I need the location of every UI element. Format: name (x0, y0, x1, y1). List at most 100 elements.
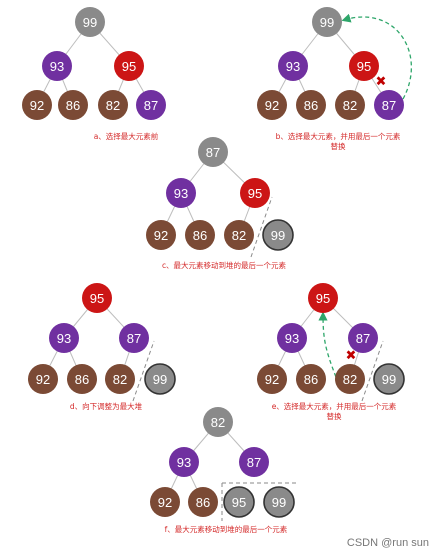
node-circle (224, 220, 254, 250)
node-circle (278, 51, 308, 81)
node-value: 93 (285, 331, 299, 346)
heap-node: 82 (98, 90, 128, 120)
node-circle (75, 7, 105, 37)
node-circle (335, 90, 365, 120)
node-value: 87 (356, 331, 370, 346)
node-value: 86 (304, 372, 318, 387)
node-circle (22, 90, 52, 120)
node-circle (188, 487, 218, 517)
node-circle (308, 283, 338, 313)
heap-node: 99 (144, 363, 176, 395)
node-value: 87 (382, 98, 396, 113)
heap-node: 92 (28, 364, 58, 394)
node-value: 92 (154, 228, 168, 243)
node-value: 92 (265, 98, 279, 113)
heap-node: 99 (262, 219, 294, 251)
node-value: 82 (106, 98, 120, 113)
node-value: 93 (177, 455, 191, 470)
node-circle (240, 178, 270, 208)
heap-node: 86 (58, 90, 88, 120)
node-value: 82 (232, 228, 246, 243)
node-value: 95 (248, 186, 262, 201)
heap-node: 82 (335, 90, 365, 120)
heap-node: 99 (75, 7, 105, 37)
heap-node: 86 (188, 487, 218, 517)
heap-node: 82 (203, 407, 233, 437)
node-value: 95 (316, 291, 330, 306)
node-circle (169, 447, 199, 477)
panel-caption: f、最大元素移动到堆的最后一个元素 (165, 524, 288, 534)
heap-node: 92 (150, 487, 180, 517)
node-value: 99 (83, 15, 97, 30)
heap-node: 87 (136, 90, 166, 120)
node-circle (105, 364, 135, 394)
heap-node: 87 (119, 323, 149, 353)
node-value: 82 (343, 372, 357, 387)
heap-node: 86 (67, 364, 97, 394)
node-circle (296, 364, 326, 394)
node-value: 95 (122, 59, 136, 74)
node-value: 93 (174, 186, 188, 201)
node-circle (312, 7, 342, 37)
node-value: 92 (158, 495, 172, 510)
heap-node: 99 (263, 486, 295, 518)
heap-node: 92 (257, 90, 287, 120)
panel-f: 82 93 87 92 86 95 99 f、最大元素移动到堆的最后一个元素 (150, 407, 298, 534)
node-value: 87 (144, 98, 158, 113)
swap-arrow (318, 311, 337, 378)
node-circle (277, 323, 307, 353)
heap-node: 82 (335, 364, 365, 394)
node-circle (257, 364, 287, 394)
node-value: 86 (193, 228, 207, 243)
node-circle (67, 364, 97, 394)
heap-node: 95 (308, 283, 338, 313)
node-circle (262, 219, 294, 251)
node-circle (82, 283, 112, 313)
swap-arrow (341, 13, 413, 100)
heap-boundary-line (132, 340, 155, 402)
node-circle (348, 323, 378, 353)
node-circle (49, 323, 79, 353)
heap-node: 99 (312, 7, 342, 37)
panel-caption: b、选择最大元素，并用最后一个元素 (276, 131, 401, 141)
panel-caption: 替换 (327, 411, 342, 421)
node-circle (98, 90, 128, 120)
heap-boundary-line (361, 340, 384, 402)
heap-node: 82 (224, 220, 254, 250)
node-circle (374, 90, 404, 120)
heap-node: 93 (49, 323, 79, 353)
node-circle (223, 486, 255, 518)
heap-node: 93 (42, 51, 72, 81)
panel-caption: c、最大元素移动到堆的最后一个元素 (162, 260, 287, 270)
node-circle (335, 364, 365, 394)
heap-node: 87 (239, 447, 269, 477)
cross-mark: ✖ (376, 75, 387, 90)
node-value: 95 (232, 495, 246, 510)
node-value: 82 (113, 372, 127, 387)
node-circle (150, 487, 180, 517)
node-value: 99 (382, 372, 396, 387)
node-circle (114, 51, 144, 81)
heap-node: 95 (82, 283, 112, 313)
heap-node: 95 (223, 486, 255, 518)
panel-caption: a、选择最大元素前 (94, 131, 159, 141)
panel-caption: 替换 (331, 141, 346, 151)
heap-boundary-line (250, 196, 273, 258)
heap-node: 93 (277, 323, 307, 353)
node-value: 92 (36, 372, 50, 387)
cross-mark: ✖ (346, 349, 357, 364)
heap-node: 87 (348, 323, 378, 353)
node-value: 82 (343, 98, 357, 113)
node-circle (58, 90, 88, 120)
node-value: 93 (50, 59, 64, 74)
node-value: 93 (286, 59, 300, 74)
heap-node: 86 (296, 90, 326, 120)
node-circle (239, 447, 269, 477)
node-value: 99 (272, 495, 286, 510)
node-value: 86 (66, 98, 80, 113)
